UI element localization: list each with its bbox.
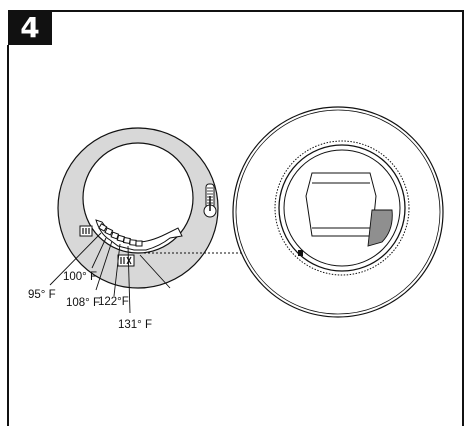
step-number-badge: 4 [8, 11, 52, 45]
label-108f: 108° F [66, 297, 100, 309]
label-122f: 122°F [98, 296, 129, 308]
label-100f: 100° F [63, 271, 97, 283]
heat-level-low-icon [79, 225, 93, 237]
label-131f: 131° F [118, 319, 152, 331]
heat-level-high-icon [117, 254, 135, 267]
label-95f: 95° F [28, 289, 56, 301]
panel-frame [7, 10, 464, 426]
leader-lines [49, 232, 171, 314]
temperature-dial [49, 127, 300, 314]
thermometer-icon [203, 183, 217, 218]
dial-marker [298, 250, 303, 256]
device-top-view [232, 106, 444, 318]
temperature-scale [98, 223, 143, 247]
